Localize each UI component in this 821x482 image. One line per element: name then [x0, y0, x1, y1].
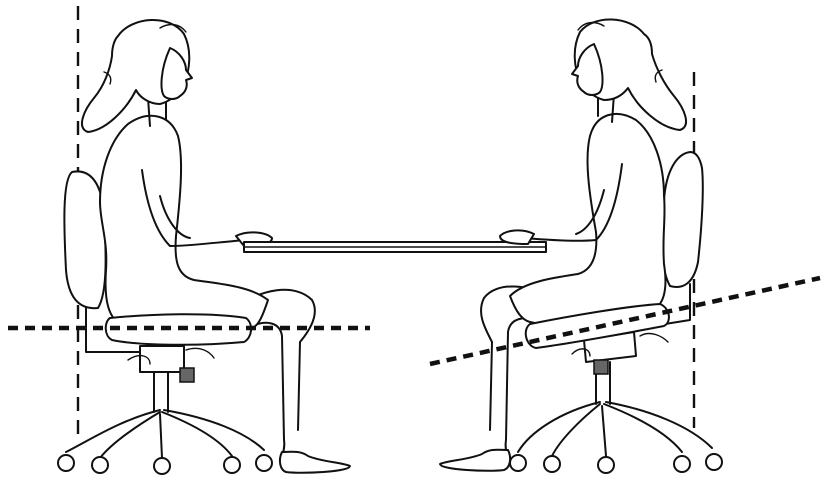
caster-wheel — [58, 455, 74, 471]
right-chair-backrest — [662, 152, 703, 287]
caster-wheel — [154, 458, 170, 474]
caster-wheel — [706, 454, 722, 470]
caster-wheel — [256, 455, 272, 471]
caster-wheel — [598, 457, 614, 473]
table — [244, 242, 546, 252]
right-shoe — [440, 450, 510, 471]
left-height-lever — [180, 368, 194, 382]
caster-wheel — [544, 456, 560, 472]
right-hand — [500, 230, 534, 244]
caster-wheel — [674, 456, 690, 472]
right-torso — [510, 114, 665, 325]
right-chair-base — [510, 402, 722, 473]
caster-wheel — [224, 457, 240, 473]
left-figure-group — [8, 6, 370, 474]
right-height-lever — [594, 360, 608, 374]
caster-wheel — [510, 455, 526, 471]
left-shoe — [280, 452, 350, 473]
left-torso — [100, 116, 268, 334]
caster-wheel — [92, 457, 108, 473]
left-chair-column — [128, 346, 214, 412]
left-chair-base — [58, 410, 272, 474]
right-chair-column — [572, 332, 668, 404]
